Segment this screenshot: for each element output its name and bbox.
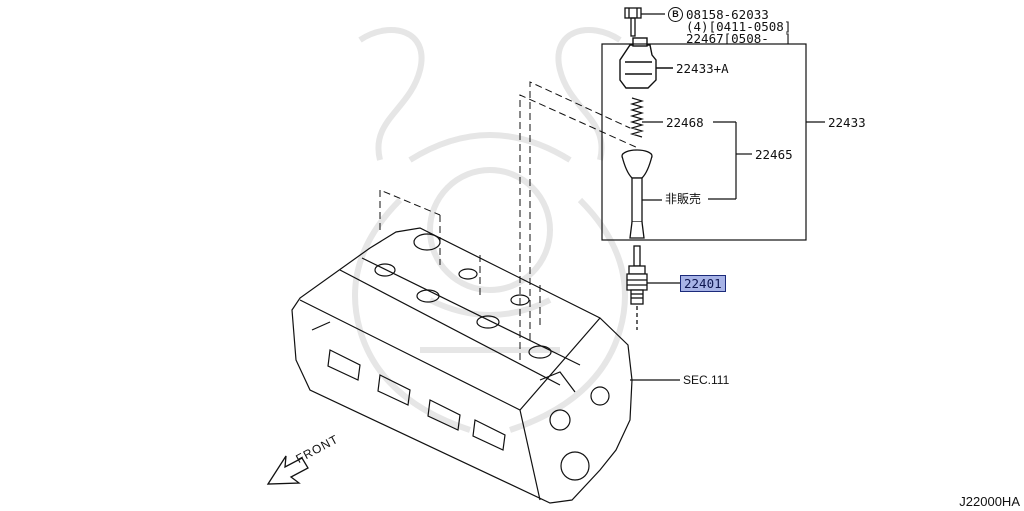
section-reference[interactable]: SEC.111 bbox=[683, 373, 730, 387]
plug-boot[interactable] bbox=[621, 149, 662, 239]
bolt-quantity: (4)[0411-0508] bbox=[686, 19, 792, 34]
coil-assy-part-number[interactable]: 22433+A bbox=[676, 61, 729, 76]
spring-part-number[interactable]: 22468 bbox=[666, 115, 704, 130]
not-sold-label: 非販売 bbox=[665, 192, 702, 206]
bolt[interactable] bbox=[624, 7, 665, 37]
coil-spring[interactable] bbox=[629, 97, 663, 138]
coil-group-box bbox=[601, 43, 807, 241]
diagram-id: J22000HA bbox=[959, 494, 1020, 509]
front-arrow bbox=[266, 455, 309, 485]
bolt-alt-part-number[interactable]: 22467[0508- ] bbox=[686, 31, 792, 46]
bolt-part-number[interactable]: 08158-62033 bbox=[686, 7, 769, 22]
watermark-logo bbox=[352, 27, 628, 433]
boot-assy-part-number[interactable]: 22465 bbox=[755, 147, 793, 162]
cylinder-head[interactable] bbox=[291, 227, 680, 504]
boot-bracket bbox=[708, 121, 752, 200]
spark-plug-part-number[interactable]: 22401 bbox=[680, 275, 726, 292]
coil-group-part-number[interactable]: 22433 bbox=[828, 115, 866, 130]
bolt-ref-circle: B bbox=[668, 7, 683, 22]
ignition-coil[interactable] bbox=[619, 37, 673, 89]
spark-plug[interactable] bbox=[626, 245, 680, 330]
